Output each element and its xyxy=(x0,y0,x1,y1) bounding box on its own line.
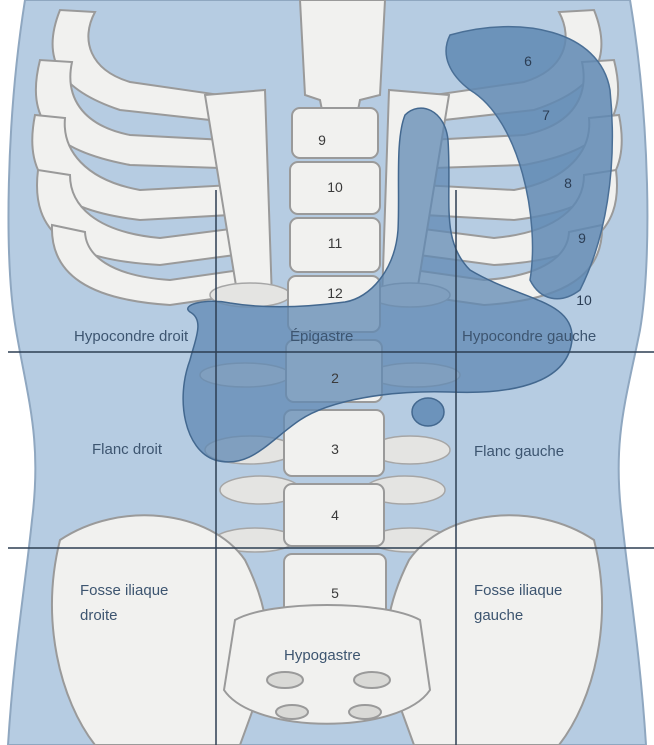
vertebra-label-t11: 11 xyxy=(328,235,343,251)
region-label-flanc-gauche: Flanc gauche xyxy=(474,443,564,460)
vertebra-label-l4: 4 xyxy=(331,507,339,523)
region-label-fosse-iliaque-droite-1: Fosse iliaque xyxy=(80,582,168,599)
region-label-hypocondre-gauche: Hypocondre gauche xyxy=(462,328,596,345)
region-label-fosse-iliaque-gauche-1: Fosse iliaque xyxy=(474,582,562,599)
rib-label-10: 10 xyxy=(576,292,592,308)
region-label-hypocondre-droit: Hypocondre droit xyxy=(74,328,189,345)
region-label-fosse-iliaque-gauche-2: gauche xyxy=(474,607,523,624)
vertebra-label-l3: 3 xyxy=(331,441,339,457)
region-label-hypogastre: Hypogastre xyxy=(284,647,361,664)
region-label-epigastre: Épigastre xyxy=(290,328,353,345)
pylorus xyxy=(412,398,444,426)
region-label-flanc-droit: Flanc droit xyxy=(92,441,163,458)
vertebra-label-l5: 5 xyxy=(331,585,339,601)
rib-label-8: 8 xyxy=(564,175,572,191)
vertebra-label-t10: 10 xyxy=(327,179,343,195)
vertebra-label-l2: 2 xyxy=(331,370,339,386)
region-label-fosse-iliaque-droite-2: droite xyxy=(80,607,118,624)
vertebra-label-t9: 9 xyxy=(318,132,326,148)
vertebra-label-t12: 12 xyxy=(327,285,343,301)
rib-label-7: 7 xyxy=(542,107,550,123)
rib-label-6: 6 xyxy=(524,53,532,69)
rib-label-9: 9 xyxy=(578,230,586,246)
